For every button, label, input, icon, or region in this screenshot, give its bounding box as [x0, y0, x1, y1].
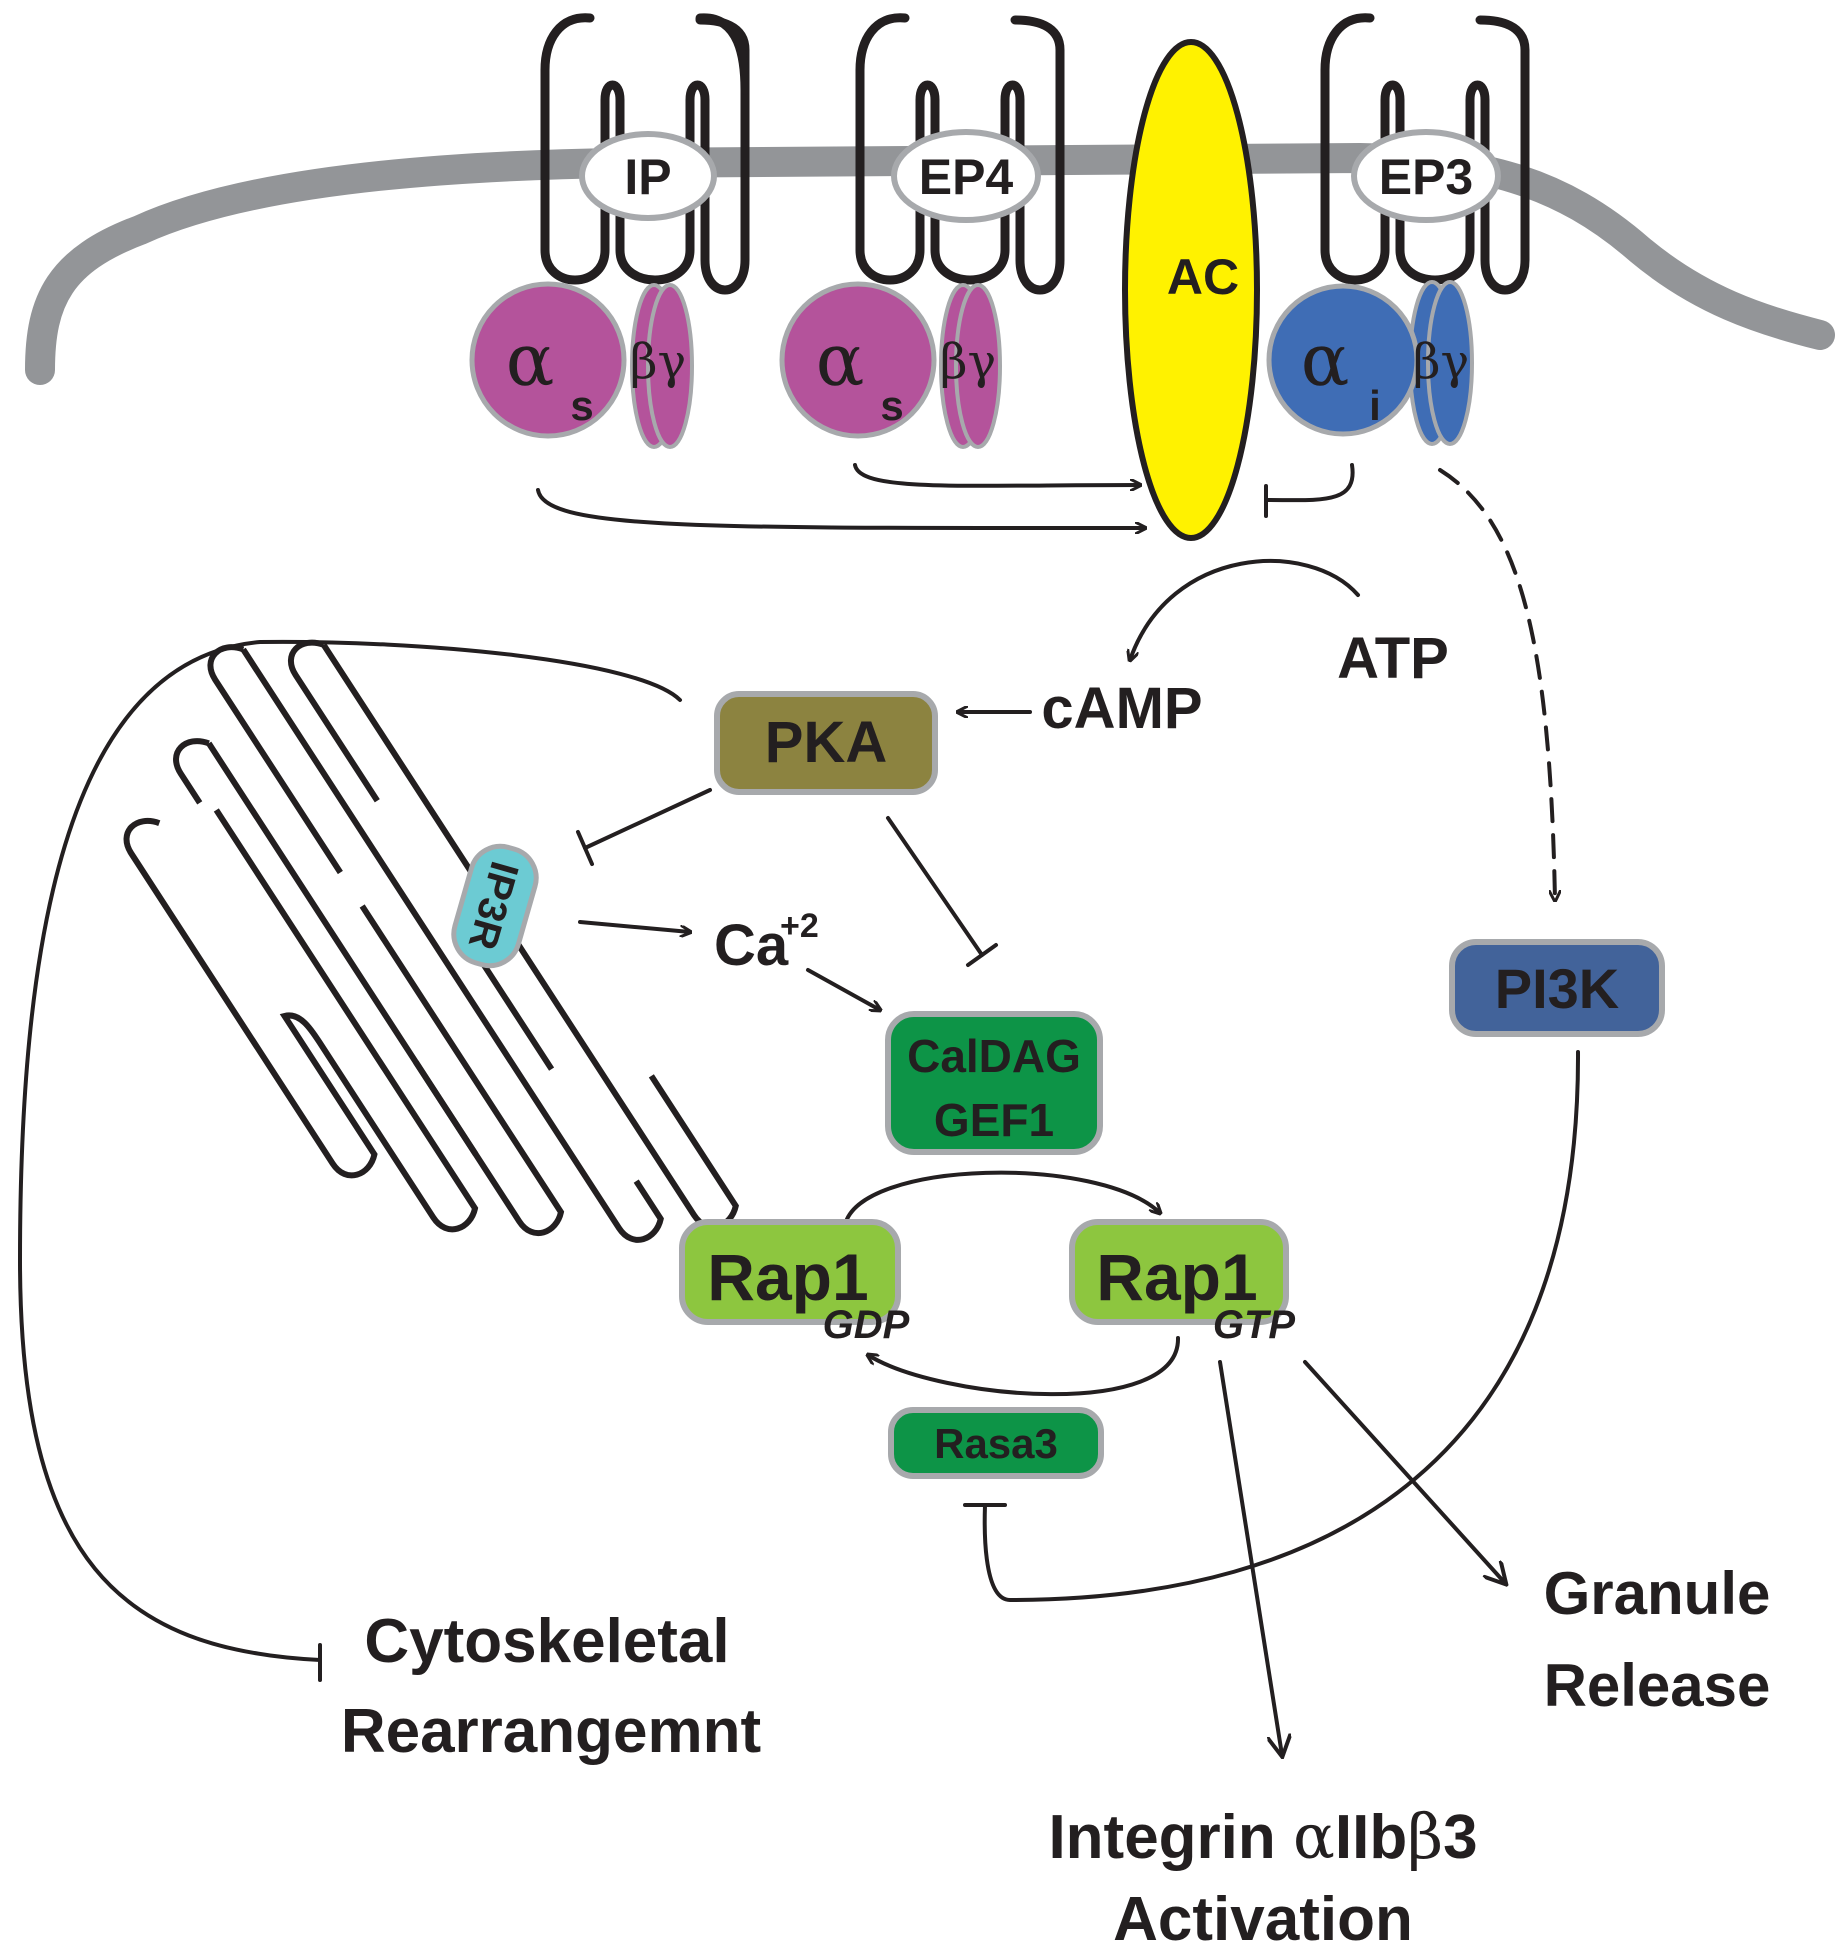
- dense-tubular-system: [123, 639, 739, 1243]
- ep4-alpha-label: α: [816, 318, 865, 402]
- ca-to-caldag-arrow: [806, 968, 880, 1010]
- pka-label: PKA: [765, 710, 887, 775]
- rap1-gdp-label: Rap1: [707, 1240, 868, 1314]
- adenylyl-cyclase: [1122, 39, 1260, 541]
- ep3-receptor: EP3 α i βγ: [1266, 13, 1530, 446]
- gtp-label: GTP: [1213, 1303, 1296, 1347]
- rasa3-box: [888, 1407, 1104, 1479]
- ip-gs-to-ac-arrow: [536, 488, 1145, 528]
- granule-label-line1: Granule: [1544, 1560, 1771, 1627]
- caldag-label-line2: GEF1: [934, 1094, 1054, 1146]
- pka-inhibits-caldag: [886, 816, 984, 957]
- pi3k-box: [1449, 939, 1665, 1037]
- pka-inhibits-cytoskeleton: [18, 639, 682, 1662]
- granule-label-line2: Release: [1544, 1652, 1771, 1719]
- rap1-gdp-box: [679, 1219, 901, 1325]
- integrin-label-line2: Activation: [1113, 1885, 1413, 1950]
- camp-label: cAMP: [1041, 676, 1202, 741]
- ip-alpha-sub: s: [570, 382, 593, 429]
- ip-receptor-label: IP: [624, 149, 671, 205]
- ep3-betagamma-label: βγ: [1413, 334, 1469, 390]
- ep3-receptor-label: EP3: [1379, 149, 1474, 205]
- ac-label: AC: [1167, 249, 1239, 305]
- ip3r-channel: IP3R: [451, 843, 539, 969]
- ep4-betagamma-label: βγ: [940, 334, 996, 390]
- pi3k-inhibits-rasa3: [982, 1050, 1581, 1602]
- ep4-receptor-label: EP4: [919, 149, 1014, 205]
- atp-to-camp-arrow: [1130, 559, 1360, 660]
- gdp-label: GDP: [823, 1303, 910, 1347]
- pi3k-label: PI3K: [1495, 957, 1620, 1020]
- ip-betagamma-label: βγ: [630, 334, 686, 390]
- rap1-gtp-label: Rap1: [1096, 1240, 1257, 1314]
- gi-inhibits-ac: [1264, 463, 1355, 503]
- atp-label: ATP: [1337, 626, 1449, 691]
- rap1-activation-arrow: [843, 1170, 1160, 1227]
- caldag-gef1-box: [885, 1011, 1103, 1155]
- rap1-to-granule-arrow: [1303, 1360, 1505, 1583]
- integrin-label-line1: Integrin αIIbβ3: [1048, 1800, 1477, 1873]
- ip-alpha-label: α: [506, 318, 555, 402]
- ca-label: Ca: [714, 913, 789, 978]
- ca-charge: +2: [780, 907, 819, 945]
- pka-box: [714, 691, 938, 795]
- rap1-to-integrin-arrow: [1218, 1360, 1282, 1755]
- pka-inhibits-ip3r: [583, 788, 712, 850]
- rap1-gtp-box: [1069, 1219, 1289, 1325]
- rap1-inactivation-arrow: [868, 1336, 1181, 1397]
- ep3-alpha-sub: i: [1369, 382, 1381, 429]
- gbg-to-pi3k-dashed-arrow: [1438, 468, 1555, 900]
- ep4-gs-to-ac-arrow: [853, 463, 1140, 486]
- cytoskeletal-label-line1: Cytoskeletal: [364, 1607, 729, 1676]
- ip-receptor: IP α s βγ: [469, 13, 750, 449]
- ep4-alpha-sub: s: [880, 382, 903, 429]
- ip3r-to-ca-arrow: [578, 920, 690, 932]
- caldag-label-line1: CalDAG: [907, 1030, 1081, 1082]
- cytoskeletal-label-line2: Rearrangemnt: [341, 1697, 761, 1766]
- ep3-alpha-label: α: [1301, 318, 1350, 402]
- rasa3-label: Rasa3: [934, 1420, 1058, 1467]
- ep4-receptor: EP4 α s βγ: [779, 13, 1065, 449]
